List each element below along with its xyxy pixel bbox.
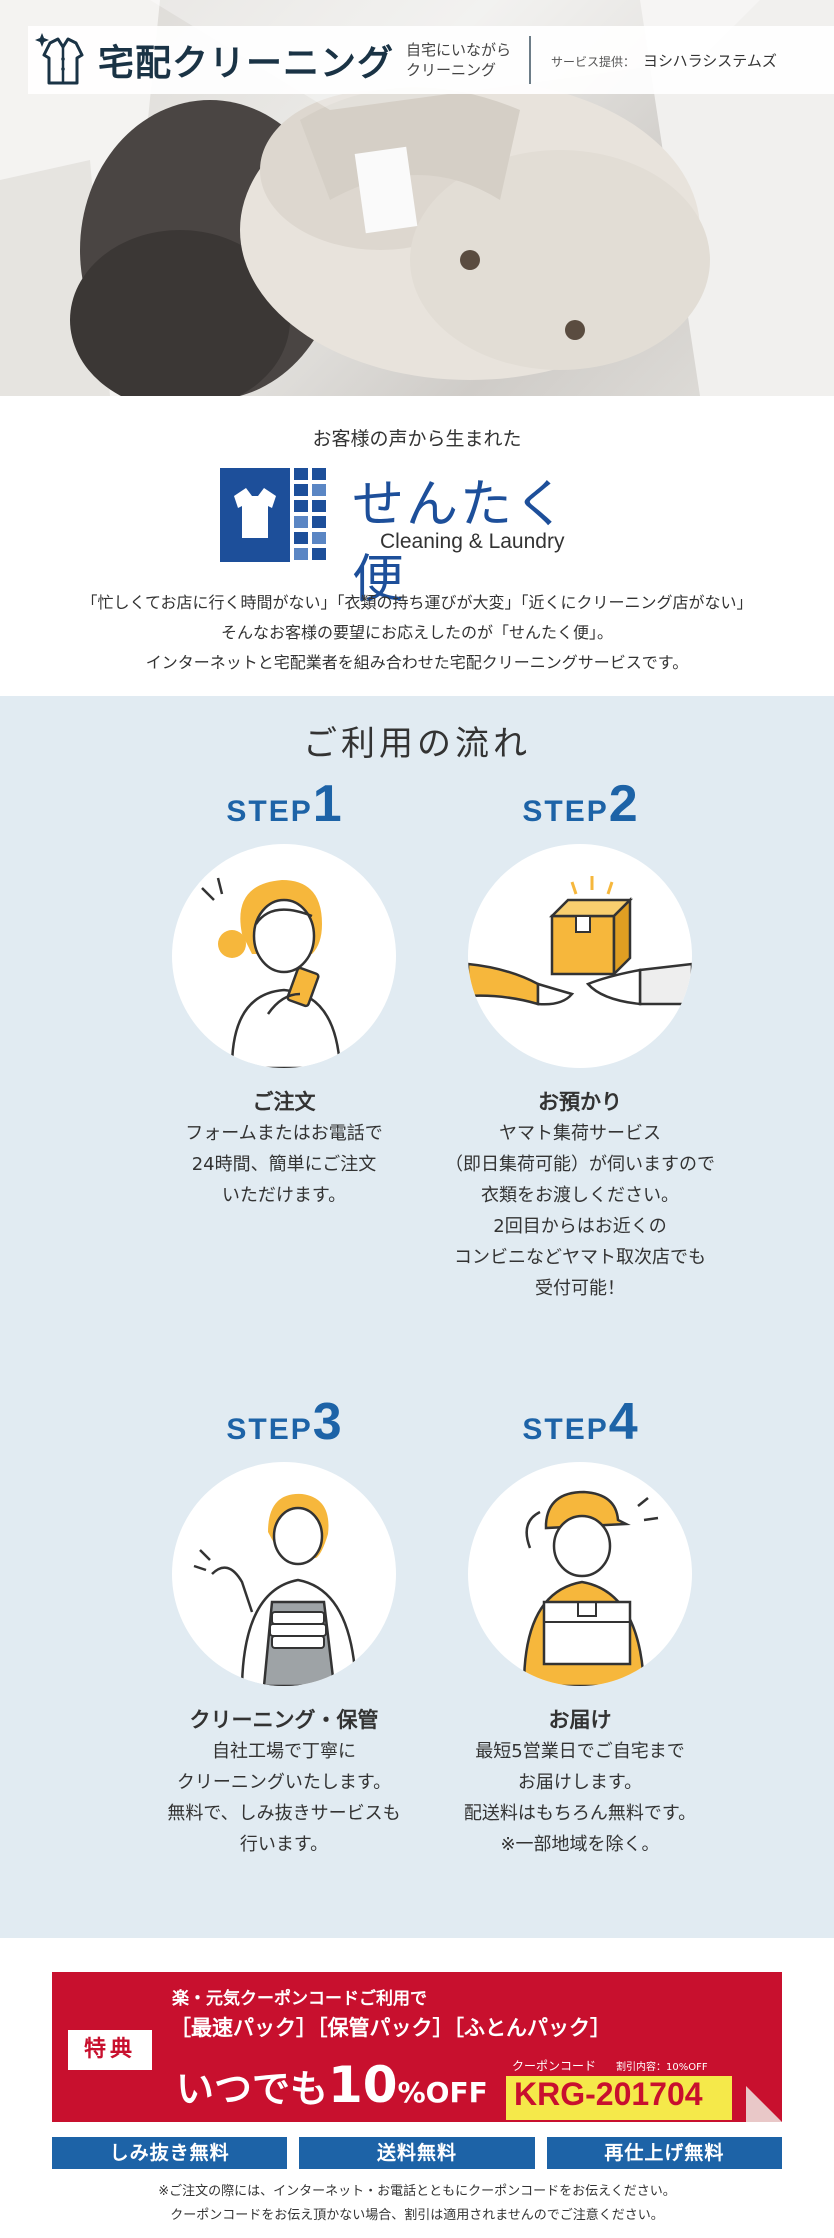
- step-2-desc-line: ヤマト集荷サービス: [499, 1123, 661, 1144]
- coupon-code-label: クーポンコード: [512, 2059, 597, 2073]
- coupon-code-detail: 割引内容：10%OFF: [616, 2062, 708, 2073]
- coupon-banner: 特典 楽・元気クーポンコードご利用で ［最速パック］［保管パック］［ふとんパック…: [52, 1972, 782, 2122]
- coupon-code-header: クーポンコード 割引内容：10%OFF: [506, 2056, 732, 2076]
- step-2: STEP2 お預かり ヤマト集荷サービス （即日集荷可能）が伺いますので 衣類を…: [420, 774, 740, 1304]
- note-line-2: クーポンコードをお伝え頂かない場合、割引は適用されませんのでご注意ください。: [170, 2208, 664, 2223]
- shirt-icon: [32, 29, 94, 91]
- page-fold-corner: [746, 2086, 782, 2122]
- step-4-desc-line: ※一部地域を除く。: [500, 1834, 660, 1855]
- step-3-desc-line: 無料で、しみ抜きサービスも: [167, 1803, 401, 1824]
- step-1-illustration: [172, 844, 396, 1068]
- clothing-box-photo: [0, 0, 834, 396]
- step-3-desc-line: クリーニングいたします。: [176, 1772, 392, 1793]
- sentakubin-logo: せんたく便 Cleaning & Laundry: [220, 468, 620, 610]
- delivery-person-icon: [522, 1490, 659, 1686]
- step-4-desc-line: お届けします。: [517, 1772, 643, 1793]
- step-1-label: STEP1: [226, 775, 342, 833]
- coupon-line-2: ［最速パック］［保管パック］［ふとんパック］: [170, 2016, 611, 2040]
- coupon-discount-prefix: いつでも: [176, 2067, 329, 2111]
- brand-provider: サービス提供： ヨシハラシステムズ: [551, 50, 777, 71]
- step-4-desc-line: 配送料はもちろん無料です。: [463, 1803, 697, 1824]
- step-3-label: STEP3: [226, 1393, 342, 1451]
- step-1-desc-line: いただけます。: [221, 1185, 347, 1206]
- step-3-desc-line: 自社工場で丁寧に: [212, 1741, 356, 1762]
- intro-description: 「忙しくてお店に行く時間がない」「衣類の持ち運びが大変」「近くにクリーニング店が…: [0, 588, 834, 678]
- step-4-desc: 最短5営業日でご自宅まで お届けします。 配送料はもちろん無料です。 ※一部地域…: [420, 1736, 740, 1860]
- logo-mark-icon: [220, 468, 332, 562]
- step-2-desc-line: 2回目からはお近くの: [493, 1216, 667, 1237]
- step-2-title: お預かり: [538, 1090, 622, 1114]
- benefits-row: しみ抜き無料 送料無料 再仕上げ無料: [52, 2137, 782, 2169]
- note-line-1: ※ご注文の際には、インターネット・お電話とともにクーポンコードをお伝えください。: [158, 2184, 676, 2199]
- benefit-free-shipping: 送料無料: [299, 2137, 535, 2169]
- step-4-illustration: [468, 1462, 692, 1686]
- coupon-discount: いつでも10%OFF: [176, 2056, 488, 2114]
- coupon-badge: 特典: [68, 2030, 152, 2070]
- flow-title: ご利用の流れ: [303, 724, 531, 764]
- step-1: STEP1 ご注文 フォームまたはお電話で 24時間、簡単にご注文 いただけます…: [124, 774, 444, 1211]
- step-4: STEP4 お届け 最短5営業日でご自宅まで お届けします。 配送料はもちろん無…: [420, 1392, 740, 1860]
- step-3-illustration: [172, 1462, 396, 1686]
- hero-image: 宅配クリーニング 自宅にいながら クリーニング サービス提供： ヨシハラシステム…: [0, 0, 834, 396]
- step-3-title: クリーニング・保管: [189, 1708, 379, 1732]
- step-4-desc-line: 最短5営業日でご自宅まで: [475, 1741, 685, 1762]
- intro-subtitle: お客様の声から生まれた: [312, 428, 522, 450]
- step-2-desc-line: （即日集荷可能）が伺いますので: [445, 1154, 715, 1175]
- woman-phone-icon: [201, 877, 342, 1068]
- brand-title: 宅配クリーニング: [98, 43, 395, 84]
- benefit-stain-removal: しみ抜き無料: [52, 2137, 288, 2169]
- step-3: STEP3 クリーニング・保管 自社工場で丁寧に クリーニングいたします。 無料…: [124, 1392, 444, 1860]
- package-handover-icon: [468, 876, 692, 1006]
- step-3-desc-line: 行います。: [239, 1834, 329, 1855]
- brand-tagline: 自宅にいながら クリーニング: [406, 40, 511, 80]
- provider-name: ヨシハラシステムズ: [643, 51, 777, 70]
- logo-text: せんたく便: [352, 475, 569, 610]
- step-2-desc: ヤマト集荷サービス （即日集荷可能）が伺いますので 衣類をお渡しください。 2回…: [420, 1118, 740, 1304]
- coupon-code-box: クーポンコード 割引内容：10%OFF KRG-201704: [506, 2056, 732, 2120]
- coupon-discount-number: 10: [328, 2056, 398, 2114]
- coupon-discount-suffix: %OFF: [397, 2076, 488, 2109]
- intro-line-2: そんなお客様の要望にお応えしたのが「せんたく便」。: [220, 623, 613, 642]
- step-4-label: STEP4: [522, 1393, 638, 1451]
- coupon-code-value: KRG-201704: [514, 2076, 703, 2112]
- provider-label: サービス提供：: [551, 54, 636, 69]
- step-2-desc-line: コンビニなどヤマト取次店でも: [454, 1247, 706, 1268]
- brand-tagline-line-1: 自宅にいながら: [406, 41, 512, 59]
- step-1-desc-line: 24時間、簡単にご注文: [191, 1154, 377, 1175]
- step-4-title: お届け: [548, 1708, 612, 1732]
- step-2-desc-line: 衣類をお渡しください。: [481, 1185, 679, 1206]
- staff-folded-clothes-icon: [193, 1493, 358, 1686]
- brand-divider: [529, 36, 532, 84]
- step-2-label: STEP2: [522, 775, 638, 833]
- step-1-desc: フォームまたはお電話で 24時間、簡単にご注文 いただけます。: [124, 1118, 444, 1211]
- step-1-title: ご注文: [252, 1090, 316, 1114]
- step-1-desc-line: フォームまたはお電話で: [185, 1123, 383, 1144]
- intro-line-1: 「忙しくてお店に行く時間がない」「衣類の持ち運びが大変」「近くにクリーニング店が…: [81, 593, 753, 612]
- step-2-desc-line: 受付可能！: [535, 1278, 625, 1299]
- step-3-desc: 自社工場で丁寧に クリーニングいたします。 無料で、しみ抜きサービスも 行います…: [124, 1736, 444, 1860]
- usage-flow-section: ご利用の流れ STEP1 ご注文 フォームまたはお電話で 24時間、簡単にご注文…: [0, 696, 834, 1938]
- benefit-free-refinish: 再仕上げ無料: [546, 2137, 782, 2169]
- coupon-line-1: 楽・元気クーポンコードご利用で: [172, 1989, 427, 2009]
- intro-line-3: インターネットと宅配業者を組み合わせた宅配クリーニングサービスです。: [145, 653, 689, 672]
- logo-subtext: Cleaning & Laundry: [380, 530, 565, 553]
- brand-tagline-line-2: クリーニング: [406, 61, 497, 79]
- coupon-notes: ※ご注文の際には、インターネット・お電話とともにクーポンコードをお伝えください。…: [0, 2180, 834, 2228]
- step-2-illustration: [468, 844, 692, 1068]
- brand-bar: 宅配クリーニング 自宅にいながら クリーニング サービス提供： ヨシハラシステム…: [28, 26, 834, 94]
